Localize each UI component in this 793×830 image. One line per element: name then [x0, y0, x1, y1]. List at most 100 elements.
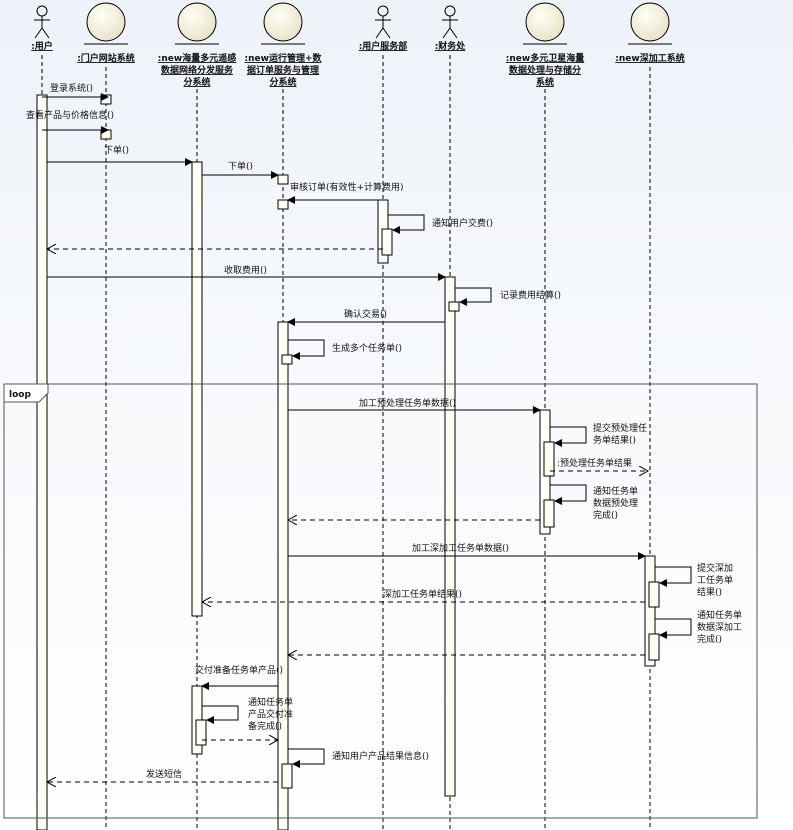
- message-m14: :预处理任务单结果: [550, 457, 648, 471]
- actor-icon: [36, 5, 48, 17]
- activation-bar: [36, 94, 48, 830]
- message-label: 确认交易(): [344, 308, 387, 320]
- message-m4: 下单(): [202, 160, 279, 179]
- message-m18: 提交深加工任务单结果(): [655, 562, 733, 598]
- self-message-arrow: [202, 705, 239, 724]
- activation-bar: [195, 719, 207, 746]
- actor-body-icon: [442, 16, 458, 39]
- loop-frame: [3, 383, 758, 819]
- message-label-line: 审核订单(有效性+计算费用): [290, 181, 404, 193]
- activation-bar: [543, 499, 555, 528]
- message-m19: 深加工任务单结果(): [202, 588, 645, 602]
- self-message-arrow: [550, 484, 587, 505]
- message-label-line: 通知任务单: [697, 609, 742, 621]
- lifeline-proc: [523, 2, 567, 830]
- message-m22: 交付准备任务单产品(): [195, 664, 283, 690]
- message-label-line: 交付准备任务单产品(): [195, 664, 283, 676]
- activation-bar: [648, 633, 660, 661]
- actor-icon: [377, 5, 389, 17]
- message-label-line: 深加工任务单结果(): [383, 588, 462, 600]
- message-m6: 通知用户交费(): [388, 214, 493, 234]
- message-label-line: :预处理任务单结果: [557, 457, 632, 469]
- message-label: 发送短信: [146, 768, 182, 780]
- message-label: 交付准备任务单产品(): [195, 664, 283, 676]
- message-label-line: 生成多个任务单(): [332, 342, 402, 354]
- participant-label-dist-line: :new海量多元遥感: [158, 52, 236, 64]
- participant-label-portal-line: :门户网站系统: [77, 52, 135, 64]
- lifeline-usvc: [375, 5, 391, 830]
- participant-label-dist: :new海量多元遥感数据网络分发服务分系统: [158, 52, 236, 88]
- message-label: 下单(): [104, 144, 129, 156]
- message-label: 加工预处理任务单数据(): [359, 397, 456, 409]
- self-message-arrow: [655, 566, 692, 587]
- self-message-arrow: [655, 618, 692, 639]
- message-m11: 生成多个任务单(): [288, 339, 402, 360]
- participant-label-ops: :new运行管理+数据订单服务与管理分系统: [245, 52, 323, 88]
- message-m5: 审核订单(有效性+计算费用): [287, 181, 404, 204]
- message-m10: 确认交易(): [287, 308, 445, 326]
- loop-label-box: [3, 383, 49, 403]
- participant-label-usvc-line: :用户服务部: [359, 40, 408, 52]
- message-label: 记录费用结算(): [500, 289, 561, 301]
- actor-body-icon: [375, 16, 391, 39]
- message-label-line: 加工深加工任务单数据(): [412, 542, 509, 554]
- activation-bar: [281, 354, 293, 365]
- message-label-line: 产品交付准: [248, 708, 293, 720]
- message-label-line: 数据预处理: [593, 497, 638, 509]
- message-label-line: 查看产品与价格信息(): [26, 109, 114, 121]
- message-label-line: 数据深加工: [697, 621, 742, 633]
- message-label: 收取费用(): [224, 264, 267, 276]
- activation-bar: [448, 301, 460, 312]
- message-label: 通知用户产品结果信息(): [332, 750, 429, 762]
- message-label: 通知任务单产品交付准备完成(): [248, 696, 293, 732]
- message-m23: 通知任务单产品交付准备完成(): [202, 696, 293, 732]
- message-label-line: 登录系统(): [50, 82, 93, 94]
- activation-bar: [648, 581, 660, 608]
- message-label-line: 加工预处理任务单数据(): [359, 397, 456, 409]
- lifeline-portal: [84, 2, 128, 830]
- message-label: :预处理任务单结果: [557, 457, 632, 469]
- message-label: 查看产品与价格信息(): [26, 109, 114, 121]
- participant-label-usvc: :用户服务部: [359, 40, 408, 52]
- message-label-line: 务单结果(): [593, 434, 636, 446]
- activation-bar: [100, 129, 112, 140]
- self-message-arrow: [455, 287, 492, 306]
- loop-label: loop: [9, 390, 31, 400]
- activation-bar: [191, 161, 203, 617]
- message-label: 生成多个任务单(): [332, 342, 402, 354]
- participant-label-proc-line: 数据处理与存储分: [509, 64, 581, 76]
- message-label: 通知任务单数据深加工完成(): [697, 609, 742, 645]
- message-label: 加工深加工任务单数据(): [412, 542, 509, 554]
- self-message-arrow: [388, 214, 425, 234]
- boundary-ball-icon: [630, 2, 670, 42]
- activation-bar: [277, 199, 289, 210]
- message-label: 通知任务单数据预处理完成(): [593, 485, 638, 521]
- message-m20: 通知任务单数据深加工完成(): [655, 609, 742, 645]
- message-label-line: 通知用户产品结果信息(): [332, 750, 429, 762]
- message-label-line: 完成(): [697, 633, 722, 645]
- self-message-arrow: [550, 426, 587, 447]
- self-message-arrow: [288, 748, 325, 768]
- message-label-line: 通知任务单: [248, 696, 293, 708]
- message-label-line: 记录费用结算(): [500, 289, 561, 301]
- participant-label-user: :用户: [31, 40, 53, 52]
- participant-label-dist-line: 分系统: [183, 76, 210, 88]
- message-m15: 通知任务单数据预处理完成(): [550, 484, 638, 521]
- self-message-arrow: [288, 339, 325, 360]
- activation-bar: [543, 441, 555, 477]
- message-label-line: 发送短信: [146, 768, 182, 780]
- message-label: 登录系统(): [50, 82, 93, 94]
- message-label-line: 通知用户交费(): [432, 217, 493, 229]
- activation-bar: [277, 321, 289, 830]
- message-label: 提交深加工任务单结果(): [697, 562, 733, 598]
- loop-fragment: loop: [3, 383, 758, 819]
- activation-bar: [644, 555, 656, 667]
- message-label-line: 完成(): [593, 509, 618, 521]
- activation-bar: [381, 228, 393, 256]
- participant-label-ops-line: 分系统: [269, 76, 296, 88]
- activation-bar: [277, 174, 289, 185]
- message-label-line: 通知任务单: [593, 485, 638, 497]
- boundary-ball-icon: [525, 2, 565, 42]
- message-label-line: 备完成(): [248, 720, 282, 732]
